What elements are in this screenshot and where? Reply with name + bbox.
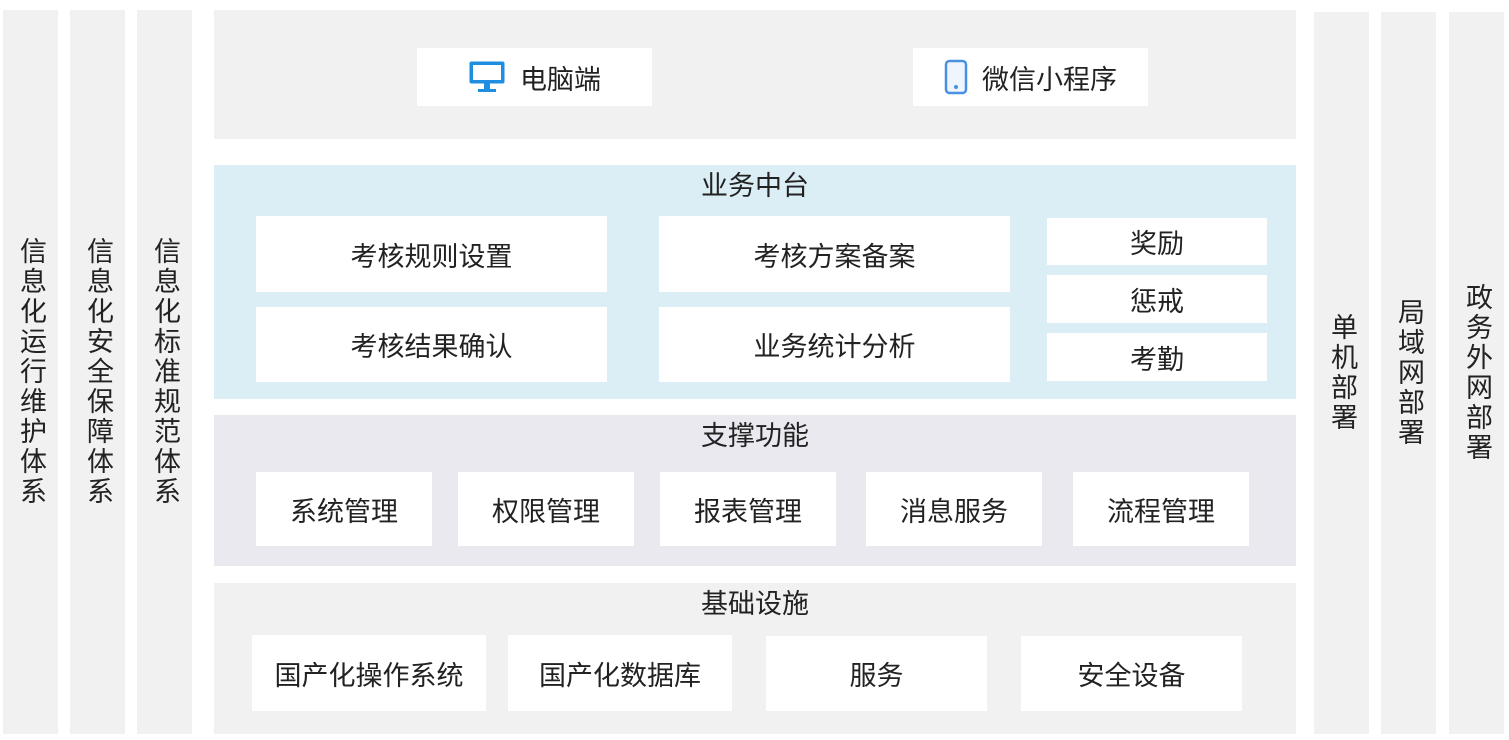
monitor-icon (469, 61, 505, 92)
left-column-security: 信息化安全保障体系 (70, 10, 125, 734)
support-item: 消息服务 (866, 472, 1042, 546)
infrastructure-item: 国产化数据库 (508, 635, 732, 711)
support-item: 权限管理 (458, 472, 634, 546)
business-item: 考核方案备案 (659, 216, 1010, 292)
infrastructure-title: 基础设施 (701, 589, 809, 620)
mini-program-client-box: 微信小程序 (913, 48, 1148, 106)
infrastructure-item: 安全设备 (1021, 636, 1242, 711)
support-item: 流程管理 (1073, 472, 1249, 546)
infrastructure-item: 服务 (766, 636, 987, 711)
right-column-label: 政务外网部署 (1461, 283, 1492, 463)
phone-icon (944, 59, 968, 95)
business-side-item: 惩戒 (1047, 275, 1267, 323)
left-column-standards: 信息化标准规范体系 (137, 10, 192, 734)
pc-client-label: 电脑端 (520, 64, 601, 96)
right-column-label: 单机部署 (1326, 313, 1357, 433)
right-column-standalone: 单机部署 (1314, 12, 1369, 734)
right-column-govnet: 政务外网部署 (1449, 12, 1504, 734)
business-item: 业务统计分析 (659, 307, 1010, 382)
business-side-item: 奖励 (1047, 218, 1267, 265)
business-title: 业务中台 (701, 171, 809, 202)
right-column-lan: 局域网部署 (1381, 12, 1436, 734)
left-column-ops: 信息化运行维护体系 (3, 10, 58, 734)
pc-client-box: 电脑端 (417, 48, 652, 106)
support-title: 支撑功能 (701, 421, 809, 452)
left-column-label: 信息化安全保障体系 (82, 237, 113, 507)
business-item: 考核结果确认 (256, 307, 607, 382)
right-column-label: 局域网部署 (1393, 298, 1424, 448)
left-column-label: 信息化运行维护体系 (15, 237, 46, 507)
business-item: 考核规则设置 (256, 216, 607, 292)
mini-program-client-label: 微信小程序 (982, 64, 1117, 96)
left-column-label: 信息化标准规范体系 (149, 237, 180, 507)
support-item: 系统管理 (256, 472, 432, 546)
business-side-item: 考勤 (1047, 333, 1267, 381)
support-item: 报表管理 (660, 472, 836, 546)
infrastructure-item: 国产化操作系统 (252, 635, 486, 711)
